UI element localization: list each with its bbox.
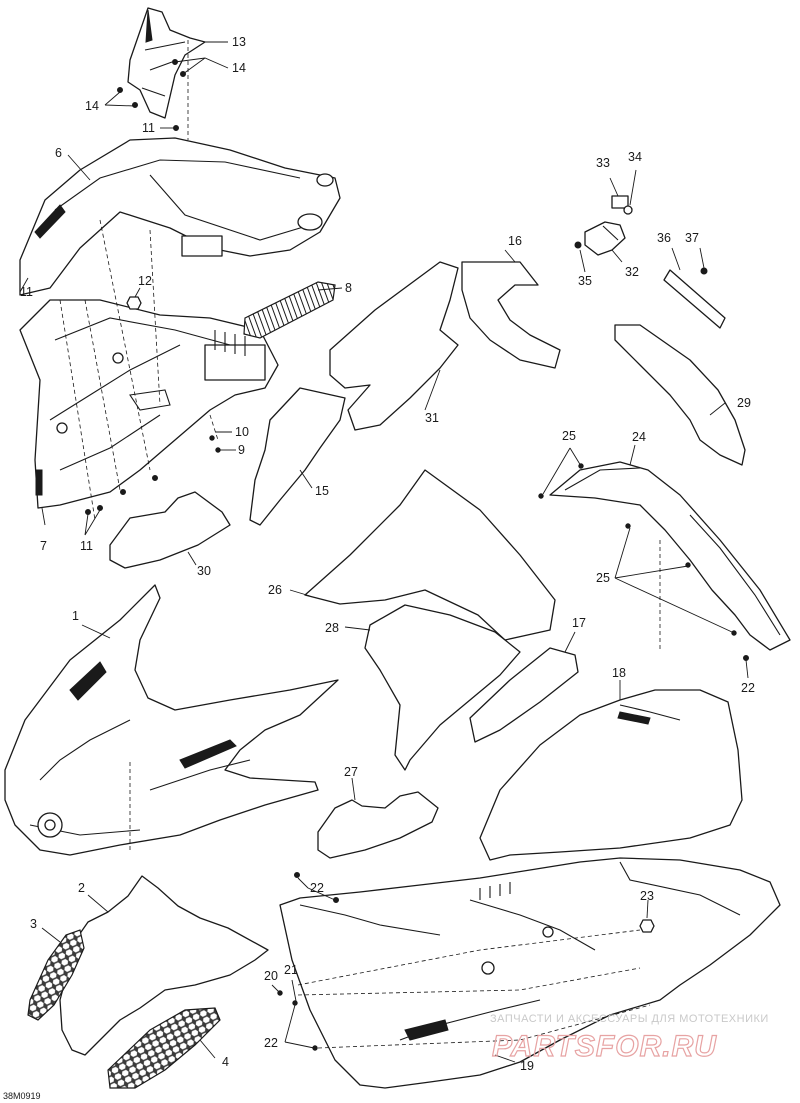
callout-labels: 13 14 14 11 6 11 12 8 10 9 7 11 30 16 31… bbox=[20, 35, 755, 1073]
callout-11: 11 bbox=[142, 121, 155, 135]
callout-15: 15 bbox=[315, 484, 329, 498]
callout-9: 9 bbox=[238, 443, 245, 457]
callout-33: 33 bbox=[596, 156, 610, 170]
callout-24: 24 bbox=[632, 430, 646, 444]
part-18-side-panel bbox=[479, 689, 743, 861]
callout-17: 17 bbox=[572, 616, 586, 630]
part-24-side-deflector bbox=[549, 461, 791, 651]
callout-6: 6 bbox=[55, 146, 62, 160]
part-1-nose-cowl bbox=[4, 584, 339, 856]
fasteners bbox=[85, 59, 749, 1051]
part-27-pad bbox=[317, 791, 439, 859]
part-3-mesh bbox=[27, 929, 85, 1021]
callout-22: 22 bbox=[741, 681, 755, 695]
callout-35: 35 bbox=[578, 274, 592, 288]
callout-4: 4 bbox=[222, 1055, 229, 1069]
part-19-belly-pan bbox=[279, 857, 781, 1089]
part-28-panel bbox=[364, 604, 521, 771]
part-8-vent-grille bbox=[243, 281, 336, 339]
part-31-side-panel bbox=[329, 261, 459, 431]
callout-25: 25 bbox=[596, 571, 610, 585]
assembly-guides bbox=[59, 40, 661, 1049]
callout-13: 13 bbox=[232, 35, 246, 49]
part-13-bracket bbox=[127, 7, 206, 119]
callout-2: 2 bbox=[78, 881, 85, 895]
part-15-panel bbox=[249, 387, 346, 526]
part-23-nut bbox=[639, 919, 655, 933]
callout-23: 23 bbox=[640, 889, 654, 903]
reference-code: 38M0919 bbox=[3, 1091, 41, 1101]
callout-11: 11 bbox=[20, 285, 33, 299]
callout-28: 28 bbox=[325, 621, 339, 635]
part-16-side-panel bbox=[461, 261, 561, 369]
callout-34: 34 bbox=[628, 150, 642, 164]
callout-37: 37 bbox=[685, 231, 699, 245]
callout-8: 8 bbox=[345, 281, 352, 295]
callout-25: 25 bbox=[562, 429, 576, 443]
callout-22: 22 bbox=[264, 1036, 278, 1050]
callout-14: 14 bbox=[232, 61, 246, 75]
callout-3: 3 bbox=[30, 917, 37, 931]
watermark-tagline: ЗАПЧАСТИ И АКСЕССУАРЫ ДЛЯ МОТОТЕХНИКИ bbox=[490, 1013, 769, 1025]
callout-36: 36 bbox=[657, 231, 671, 245]
part-17-strip bbox=[469, 647, 579, 743]
callout-26: 26 bbox=[268, 583, 282, 597]
part-32-bracket bbox=[574, 195, 633, 256]
part-6-upper-frame bbox=[19, 137, 341, 296]
part-2-lower-nose bbox=[59, 875, 269, 1056]
callout-18: 18 bbox=[612, 666, 626, 680]
leader-lines bbox=[19, 41, 749, 1063]
part-18-strip bbox=[617, 711, 651, 725]
callout-16: 16 bbox=[508, 234, 522, 248]
part-36-strap bbox=[663, 267, 726, 329]
callout-14: 14 bbox=[85, 99, 99, 113]
watermark-logo: PARTSFOR.RU bbox=[492, 1030, 717, 1063]
part-30-pad bbox=[109, 491, 231, 569]
part-7-front-frame bbox=[19, 299, 279, 509]
callout-21: 21 bbox=[284, 963, 298, 977]
callout-7: 7 bbox=[40, 539, 47, 553]
callout-20: 20 bbox=[264, 969, 278, 983]
callout-32: 32 bbox=[625, 265, 639, 279]
callout-30: 30 bbox=[197, 564, 211, 578]
callout-27: 27 bbox=[344, 765, 358, 779]
part-26-panel bbox=[304, 469, 556, 641]
callout-19: 19 bbox=[520, 1059, 534, 1073]
callout-11: 11 bbox=[80, 539, 93, 553]
part-29-panel bbox=[614, 324, 746, 466]
part-18-edge bbox=[619, 704, 681, 721]
part-12-nut bbox=[126, 296, 142, 310]
callout-12: 12 bbox=[138, 274, 152, 288]
callout-10: 10 bbox=[235, 425, 249, 439]
callout-31: 31 bbox=[425, 411, 439, 425]
callout-29: 29 bbox=[737, 396, 751, 410]
part-4-mesh bbox=[107, 1007, 221, 1089]
callout-22: 22 bbox=[310, 881, 324, 895]
callout-1: 1 bbox=[72, 609, 79, 623]
